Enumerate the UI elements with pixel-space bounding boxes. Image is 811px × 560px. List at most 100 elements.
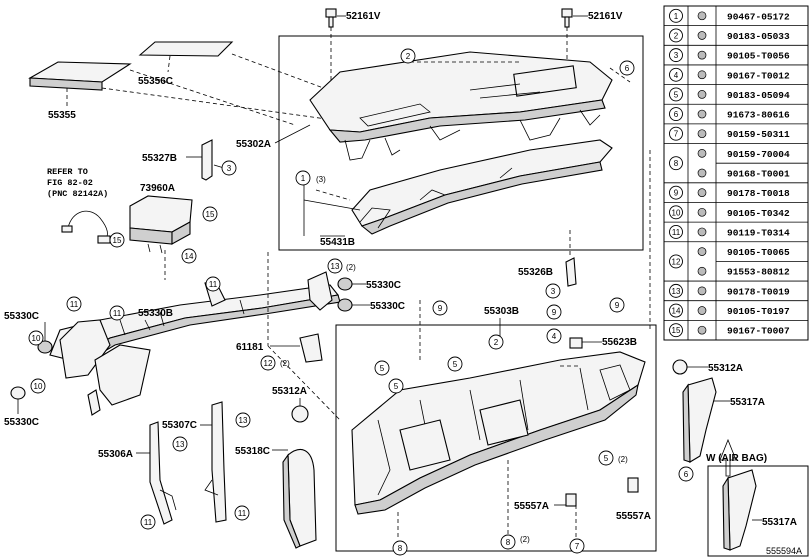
callout-number: 13 <box>239 416 248 425</box>
callout-circle <box>374 360 390 376</box>
table-callout-number: 12 <box>672 257 681 266</box>
callout-number: 4 <box>552 332 557 341</box>
table-callout-number: 6 <box>674 110 679 119</box>
callout-circle <box>221 160 237 176</box>
label-55356c: 55356C <box>138 76 173 87</box>
callout-circle <box>388 378 404 394</box>
callout-circle <box>235 412 251 428</box>
table-callout-number: 2 <box>674 31 679 40</box>
table-part-number: 90119-T0314 <box>727 227 790 238</box>
label-55307c: 55307C <box>162 420 197 431</box>
table-part-number: 90183-05033 <box>727 31 790 42</box>
fastener-icon <box>697 306 707 315</box>
table-callout-number: 7 <box>674 130 679 139</box>
callout-number: 5 <box>604 454 609 463</box>
callout-circle <box>66 296 82 312</box>
table-part-number: 91673-80616 <box>727 110 790 121</box>
airbag-variant-box <box>707 465 809 557</box>
callout-circle <box>569 538 585 554</box>
fastener-icon <box>697 70 707 80</box>
table-callout-circle <box>669 67 683 82</box>
callout-number: 13 <box>176 440 185 449</box>
knee-airbag-73960a <box>129 195 193 254</box>
refer-note-line2: FIG 82-02 <box>47 178 93 188</box>
table-callout-circle <box>669 107 683 122</box>
table-part-number: 90105-T0056 <box>727 51 790 62</box>
callout-circle <box>109 232 125 248</box>
label-55431b: 55431B <box>320 237 355 248</box>
callout-number: 15 <box>206 210 215 219</box>
table-callout-circle <box>669 323 683 338</box>
fastener-icon <box>697 90 707 99</box>
upper-instrument-panel <box>309 51 613 161</box>
fastener-icon <box>697 266 707 276</box>
table-callout-number: 4 <box>674 71 679 80</box>
table-callout-number: 11 <box>672 228 681 237</box>
callout-circle <box>260 355 276 371</box>
callout-circle <box>546 328 562 344</box>
callout-number: 7 <box>575 542 580 551</box>
callout-number: 5 <box>453 360 458 369</box>
fastener-icon <box>697 247 707 256</box>
label-73960a: 73960A <box>140 183 175 194</box>
callout-number: 10 <box>32 334 41 343</box>
brace-55307c <box>204 401 227 523</box>
callout-number: 8 <box>506 538 511 547</box>
table-part-number: 90178-T0018 <box>727 188 790 199</box>
label-55312a-right: 55312A <box>708 363 743 374</box>
callout-circle <box>140 514 156 530</box>
side-cover-55317a-upper <box>682 377 717 463</box>
qty-annotation: (2) <box>346 263 356 272</box>
callout-number: 6 <box>625 64 630 73</box>
fastener-icon <box>697 149 707 158</box>
fastener-icon <box>697 129 707 139</box>
clip-55623b <box>569 337 583 349</box>
label-55317a-upper: 55317A <box>730 397 765 408</box>
label-55330c-b: 55330C <box>4 417 39 428</box>
table-part-number: 90167-T0012 <box>727 70 790 81</box>
fastener-icon <box>697 286 707 296</box>
callout-circle <box>545 283 561 299</box>
callout-circle <box>28 330 44 346</box>
label-55330b: 55330B <box>138 308 173 319</box>
fastener-icon <box>697 207 707 217</box>
table-part-number: 90467-05172 <box>727 11 790 22</box>
table-part-number: 90159-70004 <box>727 149 790 160</box>
callout-number: 9 <box>552 308 557 317</box>
callout-circle <box>30 378 46 394</box>
fastener-icon <box>697 168 707 178</box>
upper-panel-box <box>278 35 644 251</box>
callout-number: 9 <box>615 301 620 310</box>
label-55557a-left: 55557A <box>514 501 549 512</box>
callout-number: 3 <box>551 287 556 296</box>
callout-circle <box>488 334 504 350</box>
callout-number: 8 <box>398 544 403 553</box>
airbag-wire-harness <box>61 210 111 244</box>
callout-number: 11 <box>238 509 247 518</box>
table-callout-circle <box>669 126 683 141</box>
pad-55356c <box>138 41 234 73</box>
qty-annotation: (2) <box>520 535 530 544</box>
qty-annotation: (3) <box>316 175 326 184</box>
table-part-number: 90159-50311 <box>727 129 790 140</box>
table-callout-circle <box>669 185 683 200</box>
clip-52161v-left <box>325 8 337 85</box>
figure-code: 555594A <box>766 546 802 556</box>
callout-circle <box>432 300 448 316</box>
callout-number: 14 <box>185 252 194 261</box>
qty-annotation: (2) <box>618 455 628 464</box>
table-callout-number: 8 <box>674 159 679 168</box>
fastener-icon <box>697 11 707 21</box>
table-callout-number: 3 <box>674 51 679 60</box>
label-52161v-right: 52161V <box>588 11 623 22</box>
label-61181: 61181 <box>236 342 264 353</box>
callout-number: 1 <box>301 174 306 183</box>
table-callout-circle <box>669 156 683 171</box>
callout-circle <box>109 305 125 321</box>
side-pad-55318c <box>282 449 317 549</box>
callout-circle <box>172 436 188 452</box>
table-callout-circle <box>669 28 683 43</box>
clip-55557a-right <box>627 477 639 493</box>
callout-number: 15 <box>113 236 122 245</box>
